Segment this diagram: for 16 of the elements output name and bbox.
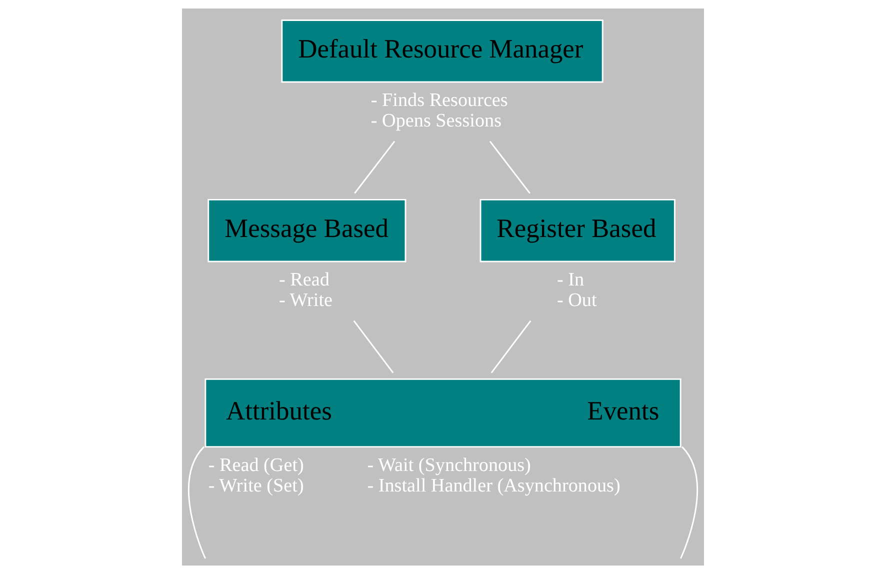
- connector: [489, 140, 530, 194]
- node-label: - In: [557, 270, 584, 291]
- node-label: - Out: [557, 290, 597, 312]
- node-label: - Write: [278, 290, 333, 312]
- connector: [353, 320, 394, 374]
- node-label: - Finds Resources: [370, 90, 508, 112]
- connector: [354, 140, 396, 194]
- node-label: - Opens Sessions: [370, 110, 502, 132]
- node-label: - Wait (Synchronous): [367, 454, 531, 476]
- connector: [680, 446, 698, 559]
- node-label: - Read: [278, 270, 330, 291]
- connector: [188, 446, 206, 559]
- connector: [490, 320, 532, 374]
- node-label: - Write (Set): [208, 476, 304, 497]
- node-label: - Read (Get): [208, 454, 304, 476]
- node-label: - Install Handler (Asynchronous): [367, 476, 620, 497]
